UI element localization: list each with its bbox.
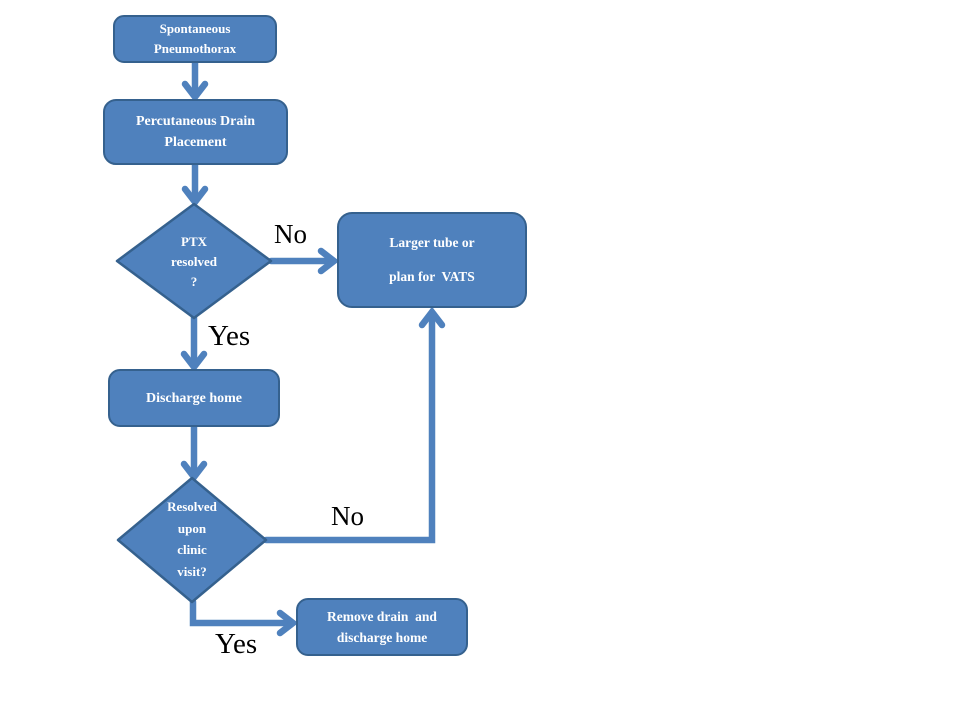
arrowhead-right-icon xyxy=(276,609,299,637)
node-label: Discharge home xyxy=(145,390,243,406)
node-discharge-home: Discharge home xyxy=(108,369,280,427)
arrowhead-down-icon xyxy=(180,460,208,483)
node-remove-drain-discharge-home: Remove drain and discharge home xyxy=(296,598,468,656)
node-larger-tube-or-vats: Larger tube or plan for VATS xyxy=(337,212,527,308)
edge-label-clinic-yes: Yes xyxy=(215,628,258,660)
node-label: Larger tube or xyxy=(389,235,475,250)
node-label: Placement xyxy=(164,135,227,150)
node-label: Percutaneous Drain xyxy=(135,114,256,129)
node-label: plan for VATS xyxy=(389,269,475,284)
arrowhead-right-icon xyxy=(317,247,340,275)
node-percutaneous-drain-placement: Percutaneous Drain Placement xyxy=(103,99,288,165)
node-label: discharge home xyxy=(336,630,428,645)
edge-label-ptx-yes: Yes xyxy=(208,320,251,352)
node-label: Spontaneous xyxy=(159,21,231,36)
node-clinic-resolved-diamond xyxy=(116,476,268,604)
edge-label-ptx-no: No xyxy=(274,219,307,249)
arrowhead-up-icon xyxy=(418,306,446,329)
arrowhead-down-icon xyxy=(181,185,209,208)
node-label: Remove drain and xyxy=(327,609,437,624)
edge-label-clinic-no: No xyxy=(331,501,364,531)
arrowhead-down-icon xyxy=(180,350,208,373)
node-label: Pneumothorax xyxy=(153,41,237,56)
arrowhead-down-icon xyxy=(181,80,209,103)
node-spontaneous-pneumothorax: Spontaneous Pneumothorax xyxy=(113,15,277,63)
connector-clinic-no-to-larger-tube xyxy=(262,312,436,544)
node-ptx-resolved-diamond xyxy=(115,202,273,320)
connector-clinic-yes-to-remove xyxy=(189,598,293,627)
